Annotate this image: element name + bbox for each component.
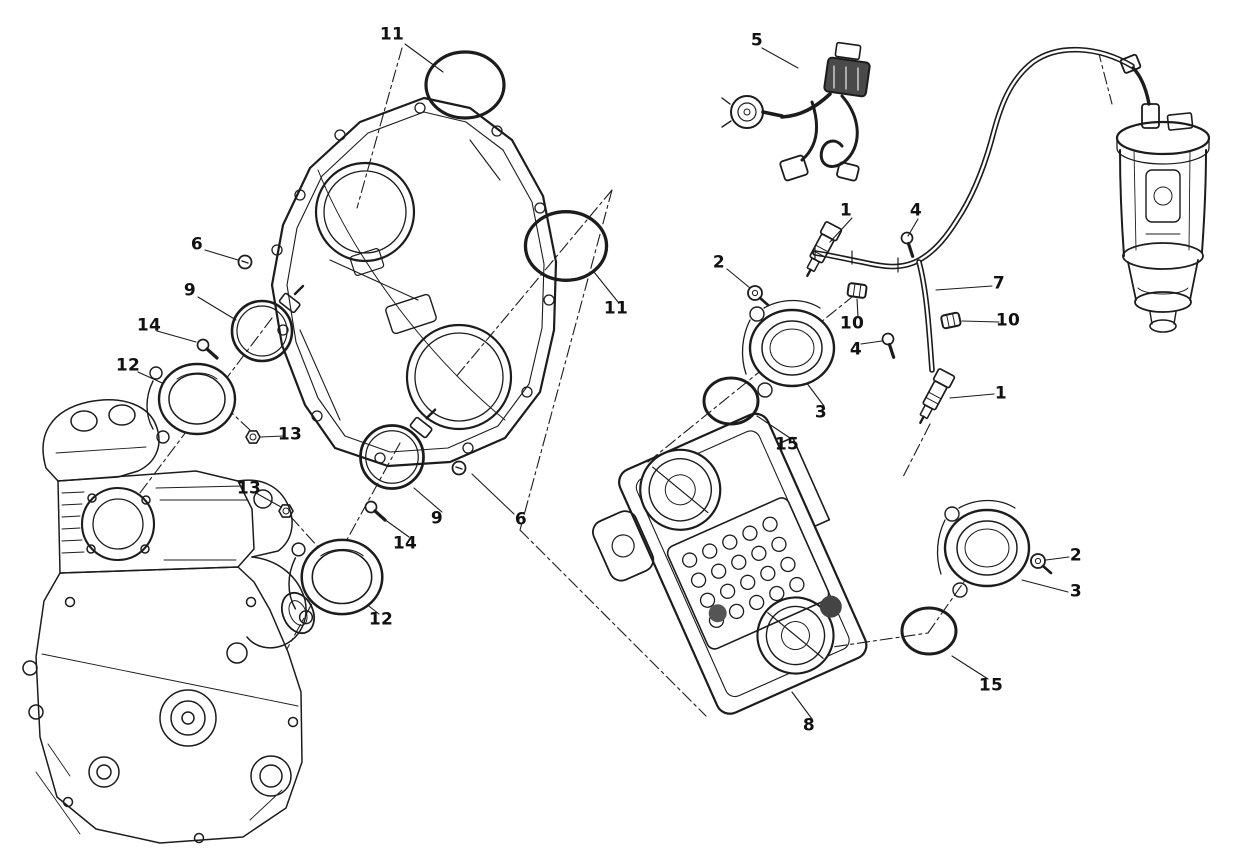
axis-lines [111,47,1113,717]
screw-2-lower [1029,552,1053,575]
wiring-harness [721,41,871,182]
callout-5: 5 [750,30,764,51]
callout-10-b: 10 [995,310,1021,331]
nut-13-upper [245,430,261,444]
hose-clamp-9-lower [359,408,437,490]
callout-14-b: 14 [392,533,418,554]
o-ring-11-lower [523,210,609,282]
bolt-6-upper [237,254,253,270]
fuel-pump [1115,66,1211,333]
callout-1-b: 1 [994,383,1008,404]
callout-15-a: 15 [774,434,800,455]
clip-10-left [846,281,868,300]
callout-6-a: 6 [190,234,204,255]
callout-14-a: 14 [136,315,162,336]
fuel-injector-1-lower [911,367,957,429]
callout-3-b: 3 [1069,581,1083,602]
callout-leaders [137,43,1070,720]
callout-7: 7 [992,273,1006,294]
screw-4-lower [875,329,905,359]
intake-flange-3-lower [936,499,1031,599]
fuel-line-assembly [812,46,1142,373]
callout-8: 8 [802,715,816,736]
intake-flange-3-upper [741,299,836,399]
callout-11-b: 11 [603,298,629,319]
diagram-linework [22,41,1211,844]
callout-4-b: 4 [849,339,863,360]
screw-14-lower [363,499,387,522]
intake-manifold-12-upper [145,362,237,445]
o-ring-11-top [424,50,506,120]
callout-15-b: 15 [978,675,1004,696]
screw-14-upper [195,337,219,360]
callout-6-b: 6 [514,509,528,530]
callout-4-a: 4 [909,200,923,221]
o-ring-15-upper [702,376,760,426]
clip-10-right [939,311,963,330]
fuel-injector-1-upper [798,220,844,282]
throttle-body [592,412,868,715]
callout-11-a: 11 [379,24,405,45]
screw-2-upper [746,284,770,307]
bolt-6-lower [451,460,467,476]
callout-3-a: 3 [814,402,828,423]
callout-9-b: 9 [430,508,444,529]
callout-9-a: 9 [183,280,197,301]
callout-12-b: 12 [368,609,394,630]
callout-1-a: 1 [839,200,853,221]
callout-2-b: 2 [1069,545,1083,566]
callout-2-a: 2 [712,252,726,273]
callout-13-b: 13 [236,478,262,499]
callout-12-a: 12 [115,355,141,376]
callout-10-a: 10 [839,313,865,334]
airbox-cover [270,96,558,468]
callout-13-a: 13 [277,424,303,445]
engine-assembly [22,399,316,844]
